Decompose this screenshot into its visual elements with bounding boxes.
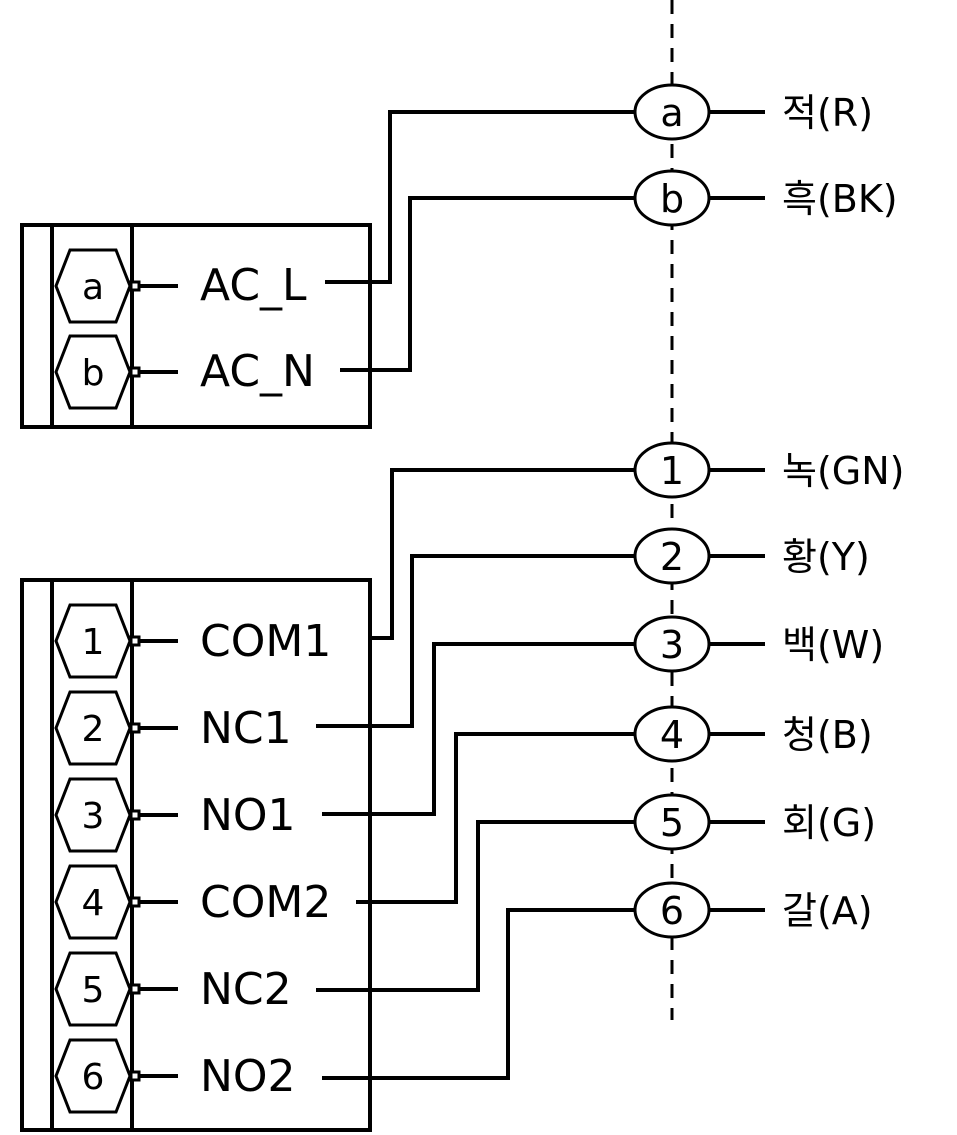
wire-3 xyxy=(322,642,636,816)
connector-pin-6: 6 갈(A) xyxy=(633,881,873,939)
signal-ac-n: AC_N xyxy=(200,346,315,397)
terminal-b-hex xyxy=(54,334,132,410)
wire-b xyxy=(340,196,636,372)
wires xyxy=(316,110,636,1080)
wire-6 xyxy=(322,908,636,1080)
connector-pin-5-label: 5 xyxy=(660,801,684,845)
signal-nc2: NC2 xyxy=(200,964,292,1015)
relay-terminal-4: 4 COM2 xyxy=(54,864,331,940)
connector-pin-2-label: 2 xyxy=(660,535,684,579)
connector-pin-1-label: 1 xyxy=(660,449,684,493)
terminal-a-hex xyxy=(54,248,132,324)
relay-terminal-5-pin: 5 xyxy=(82,970,105,1011)
wire-5 xyxy=(316,820,636,992)
signal-nc1: NC1 xyxy=(200,703,292,754)
relay-terminal-1-pin: 1 xyxy=(82,622,105,663)
wire-2 xyxy=(316,554,636,728)
terminal-a-label: a xyxy=(82,267,104,308)
connector-pin-4-label: 4 xyxy=(660,713,684,757)
signal-com1: COM1 xyxy=(200,616,331,667)
connector-pin-b-label: b xyxy=(660,177,684,221)
wire-1 xyxy=(368,468,636,640)
wire-color-6: 갈(A) xyxy=(782,889,873,933)
relay-terminal-block: 1 COM1 2 NC1 3 NO1 4 COM2 5 xyxy=(20,578,372,1132)
relay-terminal-5: 5 NC2 xyxy=(54,951,292,1027)
relay-terminal-4-pin: 4 xyxy=(82,883,105,924)
signal-no2: NO2 xyxy=(200,1051,296,1102)
connector-pin-5: 5 회(G) xyxy=(633,793,876,851)
wire-color-5: 회(G) xyxy=(782,801,876,845)
connector-pin-6-label: 6 xyxy=(660,889,684,933)
relay-terminal-2-pin: 2 xyxy=(82,709,105,750)
wire-a xyxy=(325,110,636,284)
wire-color-b: 흑(BK) xyxy=(782,177,898,221)
relay-terminal-1: 1 COM1 xyxy=(54,603,331,679)
relay-terminal-3-pin: 3 xyxy=(82,796,105,837)
connector-pin-4: 4 청(B) xyxy=(633,705,873,763)
connector-pins: a 적(R) b 흑(BK) 1 녹(GN) 2 황(Y) 3 백(W) xyxy=(633,83,904,939)
connector-pin-a-label: a xyxy=(660,91,683,135)
signal-ac-l: AC_L xyxy=(200,260,307,311)
connector-pin-2: 2 황(Y) xyxy=(633,527,870,585)
power-terminal-block: a AC_L b AC_N xyxy=(20,223,372,429)
wire-color-a: 적(R) xyxy=(782,91,873,135)
relay-terminal-2: 2 NC1 xyxy=(54,690,292,766)
connector-pin-a: a 적(R) xyxy=(633,83,873,141)
relay-terminal-6-pin: 6 xyxy=(82,1057,105,1098)
wire-color-2: 황(Y) xyxy=(782,535,870,579)
connector-pin-3-label: 3 xyxy=(660,623,684,667)
terminal-b-label: b xyxy=(82,353,105,394)
wire-color-3: 백(W) xyxy=(782,623,884,667)
signal-no1: NO1 xyxy=(200,790,296,841)
connector-pin-3: 3 백(W) xyxy=(633,615,884,673)
wire-color-4: 청(B) xyxy=(782,713,873,757)
wire-4 xyxy=(356,732,636,904)
wire-color-1: 녹(GN) xyxy=(782,449,904,493)
connector-pin-b: b 흑(BK) xyxy=(633,169,898,227)
relay-terminal-3: 3 NO1 xyxy=(54,777,296,853)
signal-com2: COM2 xyxy=(200,877,331,928)
relay-terminal-6: 6 NO2 xyxy=(54,1038,296,1114)
connector-pin-1: 1 녹(GN) xyxy=(633,441,904,499)
